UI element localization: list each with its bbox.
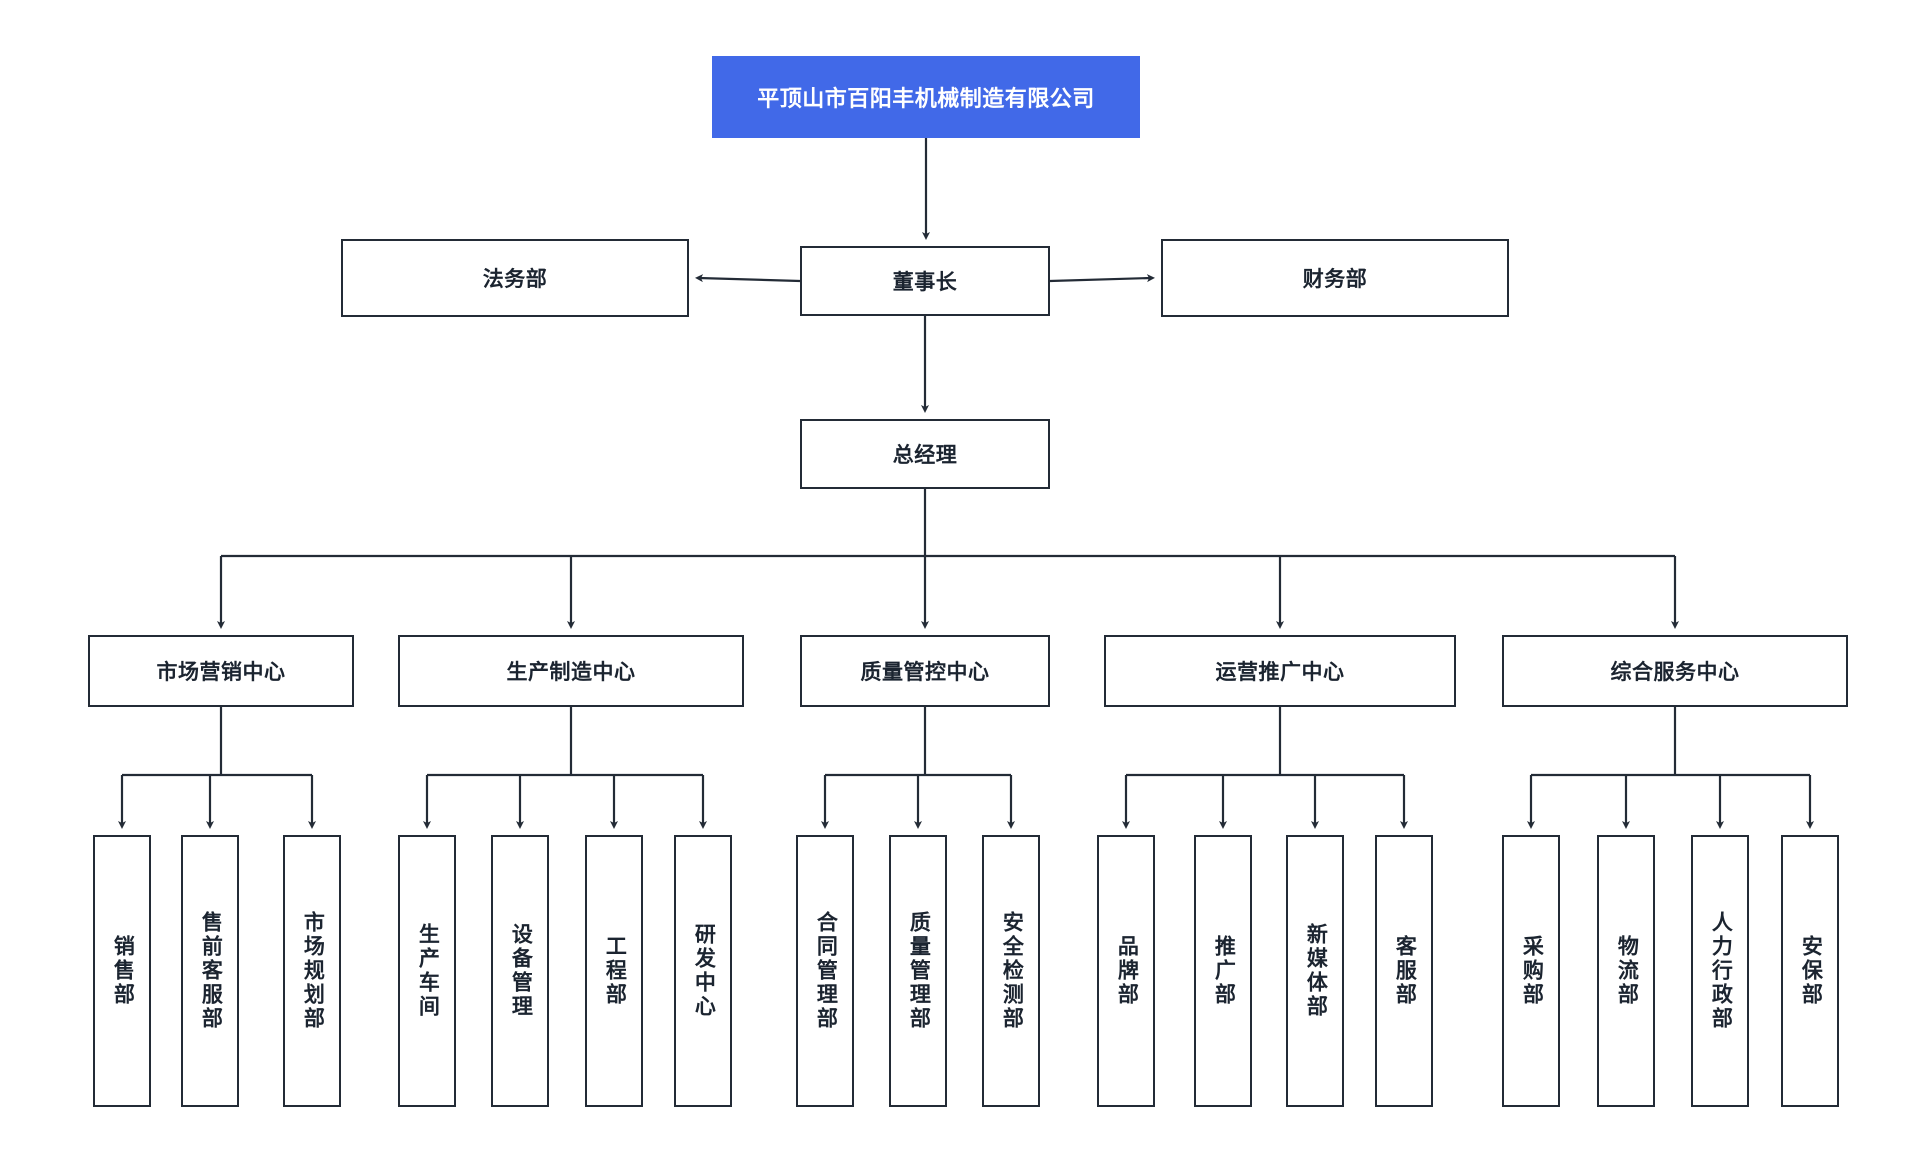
node-department-2-3[interactable]: 工程部 — [585, 835, 643, 1107]
department-label: 安全检测部 — [1000, 911, 1024, 1031]
department-label: 合同管理部 — [814, 911, 838, 1031]
department-label: 物流部 — [1615, 935, 1639, 1007]
node-department-5-4[interactable]: 安保部 — [1781, 835, 1839, 1107]
node-center-4[interactable]: 运营推广中心 — [1104, 635, 1456, 707]
node-department-1-3[interactable]: 市场规划部 — [283, 835, 341, 1107]
chairman-label: 董事长 — [892, 271, 958, 294]
general-manager-label: 总经理 — [892, 444, 958, 467]
node-center-3[interactable]: 质量管控中心 — [800, 635, 1050, 707]
department-label: 市场规划部 — [301, 911, 325, 1031]
node-department-5-3[interactable]: 人力行政部 — [1691, 835, 1749, 1107]
department-label: 新媒体部 — [1304, 923, 1328, 1019]
center-label: 综合服务中心 — [1610, 661, 1740, 684]
department-label: 质量管理部 — [907, 911, 931, 1031]
department-label: 工程部 — [603, 935, 627, 1007]
center-label: 生产制造中心 — [506, 661, 636, 684]
node-department-3-2[interactable]: 质量管理部 — [889, 835, 947, 1107]
node-department-4-3[interactable]: 新媒体部 — [1286, 835, 1344, 1107]
node-general-manager[interactable]: 总经理 — [800, 419, 1050, 489]
department-label: 人力行政部 — [1709, 911, 1733, 1031]
department-label: 设备管理 — [509, 923, 533, 1019]
node-department-5-1[interactable]: 采购部 — [1502, 835, 1560, 1107]
node-department-3-1[interactable]: 合同管理部 — [796, 835, 854, 1107]
node-center-1[interactable]: 市场营销中心 — [88, 635, 354, 707]
department-label: 研发中心 — [692, 923, 716, 1019]
center-label: 运营推广中心 — [1215, 661, 1345, 684]
department-label: 生产车间 — [416, 923, 440, 1019]
node-center-5[interactable]: 综合服务中心 — [1502, 635, 1848, 707]
node-department-5-2[interactable]: 物流部 — [1597, 835, 1655, 1107]
node-center-2[interactable]: 生产制造中心 — [398, 635, 744, 707]
department-label: 售前客服部 — [199, 911, 223, 1031]
company-root-label: 平顶山市百阳丰机械制造有限公司 — [757, 86, 1095, 111]
node-department-2-4[interactable]: 研发中心 — [674, 835, 732, 1107]
node-department-4-2[interactable]: 推广部 — [1194, 835, 1252, 1107]
department-label: 品牌部 — [1115, 935, 1139, 1007]
node-chairman[interactable]: 董事长 — [800, 246, 1050, 316]
department-label: 客服部 — [1393, 935, 1417, 1007]
legal-department-label: 法务部 — [482, 268, 548, 291]
node-department-1-1[interactable]: 销售部 — [93, 835, 151, 1107]
company-root-node[interactable]: 平顶山市百阳丰机械制造有限公司 — [712, 56, 1140, 138]
center-label: 市场营销中心 — [156, 661, 286, 684]
node-department-2-1[interactable]: 生产车间 — [398, 835, 456, 1107]
node-department-1-2[interactable]: 售前客服部 — [181, 835, 239, 1107]
center-label: 质量管控中心 — [860, 661, 990, 684]
node-finance-department[interactable]: 财务部 — [1161, 239, 1509, 317]
node-department-2-2[interactable]: 设备管理 — [491, 835, 549, 1107]
node-department-4-4[interactable]: 客服部 — [1375, 835, 1433, 1107]
department-label: 销售部 — [111, 935, 135, 1007]
finance-department-label: 财务部 — [1302, 268, 1368, 291]
department-label: 采购部 — [1520, 935, 1544, 1007]
node-department-3-3[interactable]: 安全检测部 — [982, 835, 1040, 1107]
department-label: 安保部 — [1799, 935, 1823, 1007]
node-legal-department[interactable]: 法务部 — [341, 239, 689, 317]
node-department-4-1[interactable]: 品牌部 — [1097, 835, 1155, 1107]
department-label: 推广部 — [1212, 935, 1236, 1007]
